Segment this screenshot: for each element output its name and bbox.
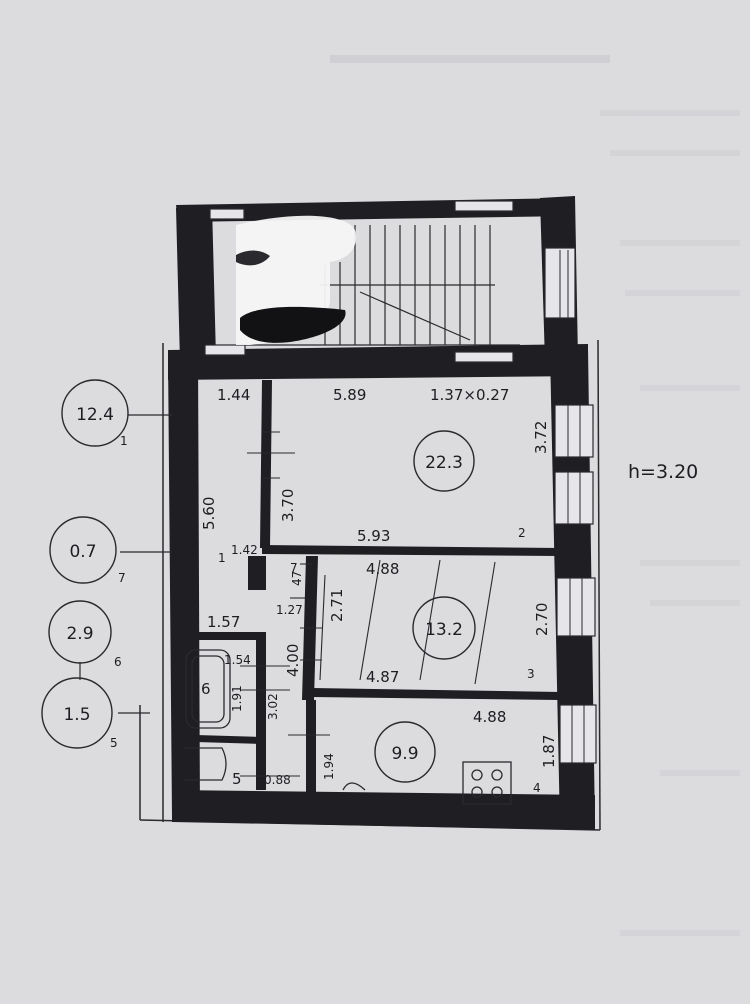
dim-r1-top: 1.44: [217, 386, 250, 404]
partition-r2-r3: [262, 545, 560, 556]
walls: [168, 196, 595, 830]
partition-r4-left: [306, 700, 316, 795]
partition-r6-top: [196, 632, 266, 640]
ceiling-height: h=3.20: [628, 461, 698, 483]
dim-r6-inner: 1.54: [224, 653, 251, 667]
room-1-number: 1: [120, 434, 128, 448]
partition-r7: [248, 556, 266, 590]
dim-r6-top: 1.57: [207, 613, 240, 631]
room-5-number-inside: 5: [232, 770, 242, 788]
wall-stair-left: [176, 205, 216, 362]
window-top-left: [209, 208, 245, 220]
window-r4: [559, 704, 597, 764]
bathtub-icon: [185, 649, 231, 729]
room-3-number: 3: [527, 667, 535, 681]
dim-r5-width: 0.88: [264, 773, 291, 787]
callout-lines: [79, 414, 172, 714]
dim-r2-niche: 1.37×0.27: [430, 386, 509, 404]
dim-r6-depth: 1.91: [230, 685, 244, 712]
room-5-number: 5: [110, 736, 118, 750]
dim-r4-right: 1.87: [540, 735, 558, 768]
area-circle-room-7: 0.7: [49, 516, 117, 584]
wall-bottom: [172, 790, 595, 830]
dim-r2-right: 3.72: [532, 421, 550, 454]
dim-r2-top: 5.89: [333, 386, 366, 404]
window-top-right: [454, 200, 514, 212]
dim-r3-bottom: 4.87: [366, 668, 399, 686]
area-circle-room-2: 22.3: [413, 430, 475, 492]
dim-bath-depth: 3.02: [266, 693, 280, 720]
stove-icon: [462, 761, 512, 805]
room-2-area: 22.3: [425, 453, 463, 473]
dim-r2-left: 3.70: [279, 489, 297, 522]
dim-corridor: 4.00: [284, 644, 302, 677]
dim-r3-right: 2.70: [533, 603, 551, 636]
partition-r1-r2: [260, 380, 272, 548]
room-7-number-inside: 7: [290, 561, 298, 575]
window-r2-a: [554, 404, 594, 458]
area-circle-room-5: 1.5: [41, 677, 113, 749]
sink-icon: [342, 782, 366, 791]
staircase: [204, 225, 520, 363]
room-6-number-inside: 6: [201, 680, 211, 698]
dim-r7-small: 47: [290, 571, 304, 586]
room-1-area: 12.4: [76, 405, 114, 425]
dim-r7-depth: 1.27: [276, 603, 303, 617]
bathtub-inner: [191, 655, 225, 723]
redaction-mark: [236, 215, 356, 345]
dim-r4-top: 4.88: [473, 708, 506, 726]
room-5-area: 1.5: [63, 705, 90, 725]
room-6-number: 6: [114, 655, 122, 669]
window-mullions: [559, 250, 585, 763]
area-circle-room-6: 2.9: [48, 600, 112, 664]
background-print: [330, 55, 740, 936]
toilet-icon: [184, 747, 227, 781]
fixtures: [184, 649, 512, 805]
window-r2-b: [554, 471, 594, 525]
room-2-number: 2: [518, 526, 526, 540]
outer-boundary: [139, 339, 601, 831]
area-circle-room-3: 13.2: [412, 596, 476, 660]
dim-r1-door: 2.03×0.40: [181, 449, 195, 513]
window-r3: [556, 577, 596, 637]
room-3-area: 13.2: [425, 620, 463, 640]
dimension-lines: [240, 431, 496, 777]
dim-r3-left: 2.71: [328, 589, 346, 622]
area-circle-room-4: 9.9: [374, 721, 436, 783]
dim-r2-bottom: 5.93: [357, 527, 390, 545]
room-4-number: 4: [533, 781, 541, 795]
dim-r1-length: 5.60: [200, 497, 218, 530]
room-7-area: 0.7: [69, 542, 96, 562]
dim-r3-top: 4.88: [366, 560, 399, 578]
room-6-area: 2.9: [66, 624, 93, 644]
partition-r3-r4: [312, 688, 560, 700]
room-7-number: 7: [118, 571, 126, 585]
partition-bath-right: [256, 632, 266, 790]
dim-r7-width: 1.42: [231, 543, 258, 557]
room-1-label-near-door: 1: [218, 551, 226, 565]
partition-r6-r5: [196, 735, 262, 744]
room-4-area: 9.9: [391, 744, 418, 764]
dim-r4-left: 1.94: [322, 753, 336, 780]
area-circle-room-1: 12.4: [61, 379, 129, 447]
